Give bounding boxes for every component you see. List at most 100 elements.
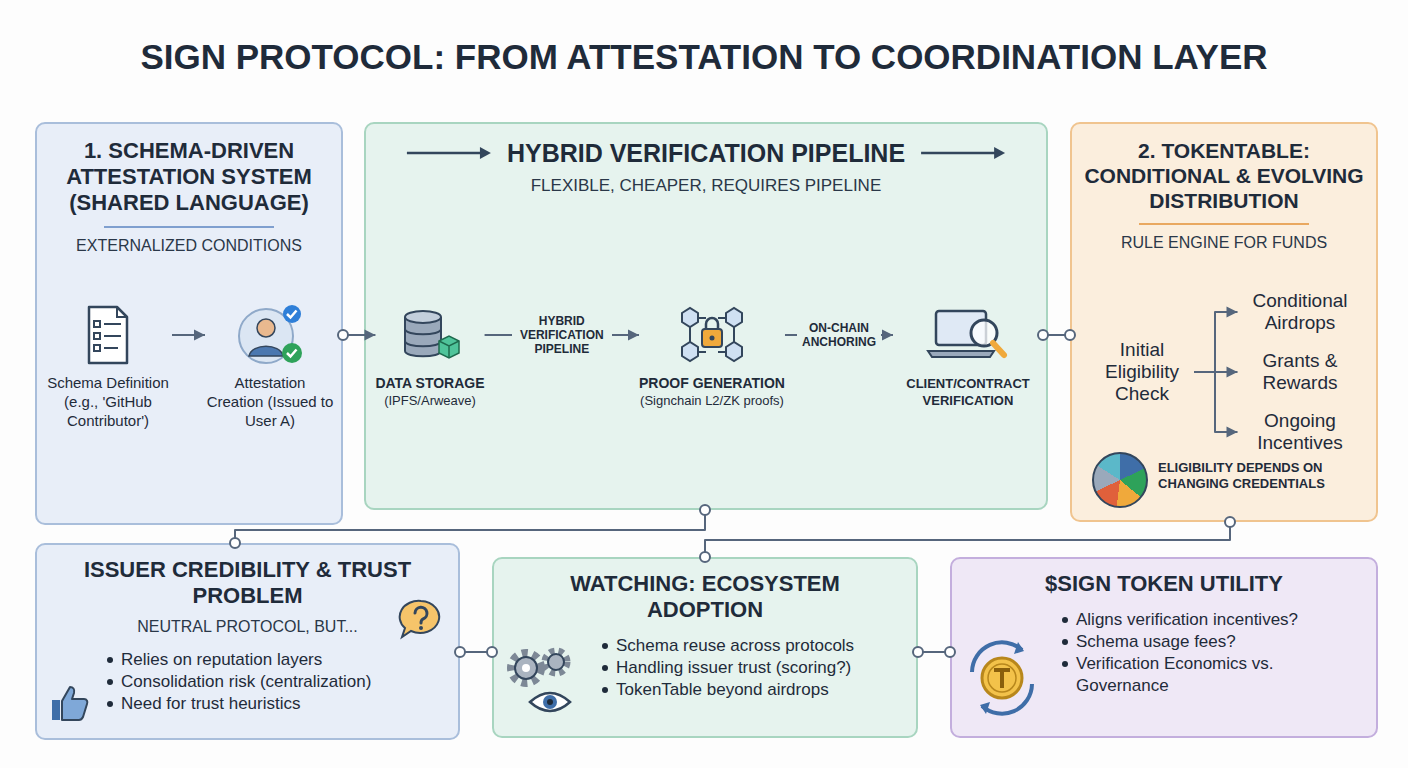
edge-label: ON-CHAIN ANCHORING [797, 319, 881, 351]
node-label: CLIENT/CONTRACT VERIFICATION [893, 375, 1043, 409]
panel-title: HYBRID VERIFICATION PIPELINE [507, 138, 905, 168]
gears-icon-part [511, 653, 541, 683]
db-icon-part [405, 311, 441, 323]
db-icon-part [439, 336, 459, 358]
connector-line [235, 510, 705, 543]
qmark-icon-part [419, 626, 423, 630]
icon-node: Schema Definition (e.g., 'GitHub Contrib… [44, 303, 172, 430]
laptop-icon [893, 303, 1043, 367]
gears-icon-part [548, 654, 564, 670]
connector [1038, 330, 1075, 340]
node-sublabel: (IPFS/Arweave) [375, 392, 484, 409]
arrow-head [628, 330, 639, 341]
connector-dot [230, 538, 240, 548]
divider-line [1139, 223, 1309, 225]
arrow-head [1227, 307, 1238, 318]
node-label: Ongoing Incentives [1238, 410, 1363, 454]
note-label: ELIGIBILITY DEPENDS ON CHANGING CREDENTI… [1158, 460, 1372, 492]
rule-step: Initial Eligibility Check [1090, 339, 1194, 405]
panel-title: 2. TOKENTABLE: CONDITIONAL & EVOLVING DI… [1082, 138, 1366, 213]
chain-icon-part [670, 303, 754, 367]
bullet-item: Consolidation risk (centralization) [105, 671, 448, 693]
person-icon-part [249, 346, 283, 356]
connector [230, 505, 710, 548]
header-arrow-head [994, 147, 1005, 159]
laptop-icon-part [926, 303, 1010, 367]
coin-icon-part [1014, 642, 1024, 654]
doc-icon-part [94, 333, 100, 339]
info-panel: $SIGN TOKEN UTILITYAligns verification i… [950, 557, 1378, 738]
connector [1194, 372, 1238, 438]
bullet-list: Aligns verification incentives?Schema us… [1060, 609, 1366, 697]
arrow-head [882, 330, 893, 341]
arrow-head [1227, 427, 1238, 438]
bullet-item: Handling issuer trust (scoring?) [600, 657, 906, 679]
doc-icon-part [94, 321, 121, 351]
panel-title: ISSUER CREDIBILITY & TRUST PROBLEM [78, 557, 418, 609]
db-icon-part [439, 336, 459, 358]
person-icon-part [287, 311, 297, 318]
thumb-icon-part [48, 680, 92, 724]
thumb-icon-part [62, 687, 87, 720]
rule-outcome: Grants & Rewards [1238, 350, 1363, 394]
coin-icon-part [962, 638, 1042, 718]
gears-icon-part [543, 695, 557, 709]
gears-icon-part [530, 693, 570, 711]
person-icon-part [282, 343, 302, 363]
connector-dot [700, 552, 710, 562]
edge-label-box: ON-CHAIN ANCHORING [797, 319, 881, 351]
bullet-item: Schema reuse across protocols [600, 635, 906, 657]
icon-node: DATA STORAGE(IPFS/Arweave) [375, 303, 484, 409]
chain-icon-part [710, 336, 715, 341]
divider-line [104, 226, 274, 228]
rule-outcome: Ongoing Incentives [1238, 410, 1363, 454]
node-label: Schema Definition (e.g., 'GitHub Contrib… [44, 373, 172, 430]
node-label: Conditional Airdrops [1238, 290, 1363, 334]
qmark-icon-part [415, 607, 427, 623]
section-panel: 1. SCHEMA-DRIVEN ATTESTATION SYSTEM (SHA… [35, 122, 343, 525]
chain-icon-part [690, 318, 734, 352]
db-icon-part [405, 329, 441, 346]
person-icon [205, 303, 335, 367]
person-icon-part [257, 319, 275, 337]
page-title: SIGN PROTOCOL: FROM ATTESTATION TO COORD… [0, 36, 1408, 78]
connector [913, 647, 955, 657]
arrow-head [194, 330, 205, 341]
chain-icon-part [706, 318, 718, 329]
connector-line [705, 522, 1230, 557]
node-label: Grants & Rewards [1238, 350, 1363, 394]
db-icon [375, 303, 484, 367]
coin-icon-part [994, 670, 1010, 688]
coin-icon [962, 638, 1042, 718]
thumb-icon [48, 680, 92, 724]
node-sublabel: (Signchain L2/ZK proofs) [639, 392, 785, 409]
bullet-item: Schema usage fees? [1060, 631, 1366, 653]
header-arrow-line [921, 152, 999, 155]
arrow-head [1227, 367, 1238, 378]
connector-dot [1225, 517, 1235, 527]
doc-icon [44, 303, 172, 367]
node-label: Attestation Creation (Issued to User A) [205, 373, 335, 430]
db-icon-part [405, 311, 441, 356]
connector-dot [913, 647, 923, 657]
coin-icon-part [982, 658, 1022, 698]
coin-icon-part [980, 702, 990, 714]
panel-title: WATCHING: ECOSYSTEM ADOPTION [555, 571, 855, 623]
header-arrow-line [407, 152, 485, 155]
gears-icon-part [500, 640, 588, 720]
icon-node: CLIENT/CONTRACT VERIFICATION [893, 303, 1043, 409]
note-box: ELIGIBILITY DEPENDS ON CHANGING CREDENTI… [1158, 460, 1372, 492]
panel-subtitle: RULE ENGINE FOR FUNDS [1082, 233, 1366, 253]
laptop-icon-part [993, 343, 1004, 355]
bullet-item: Verification Economics vs. Governance [1060, 653, 1366, 697]
qmark-icon-part [400, 601, 440, 637]
person-icon-part [287, 350, 297, 357]
chain-icon-part [702, 329, 722, 347]
laptop-icon-part [928, 351, 994, 357]
connector [455, 647, 497, 657]
connector [338, 330, 375, 341]
chain-icon [639, 303, 785, 367]
chain-icon-part [726, 342, 742, 361]
edge-label-box: HYBRID VERIFICATION PIPELINE [512, 312, 612, 358]
gears-icon-part [522, 664, 530, 672]
